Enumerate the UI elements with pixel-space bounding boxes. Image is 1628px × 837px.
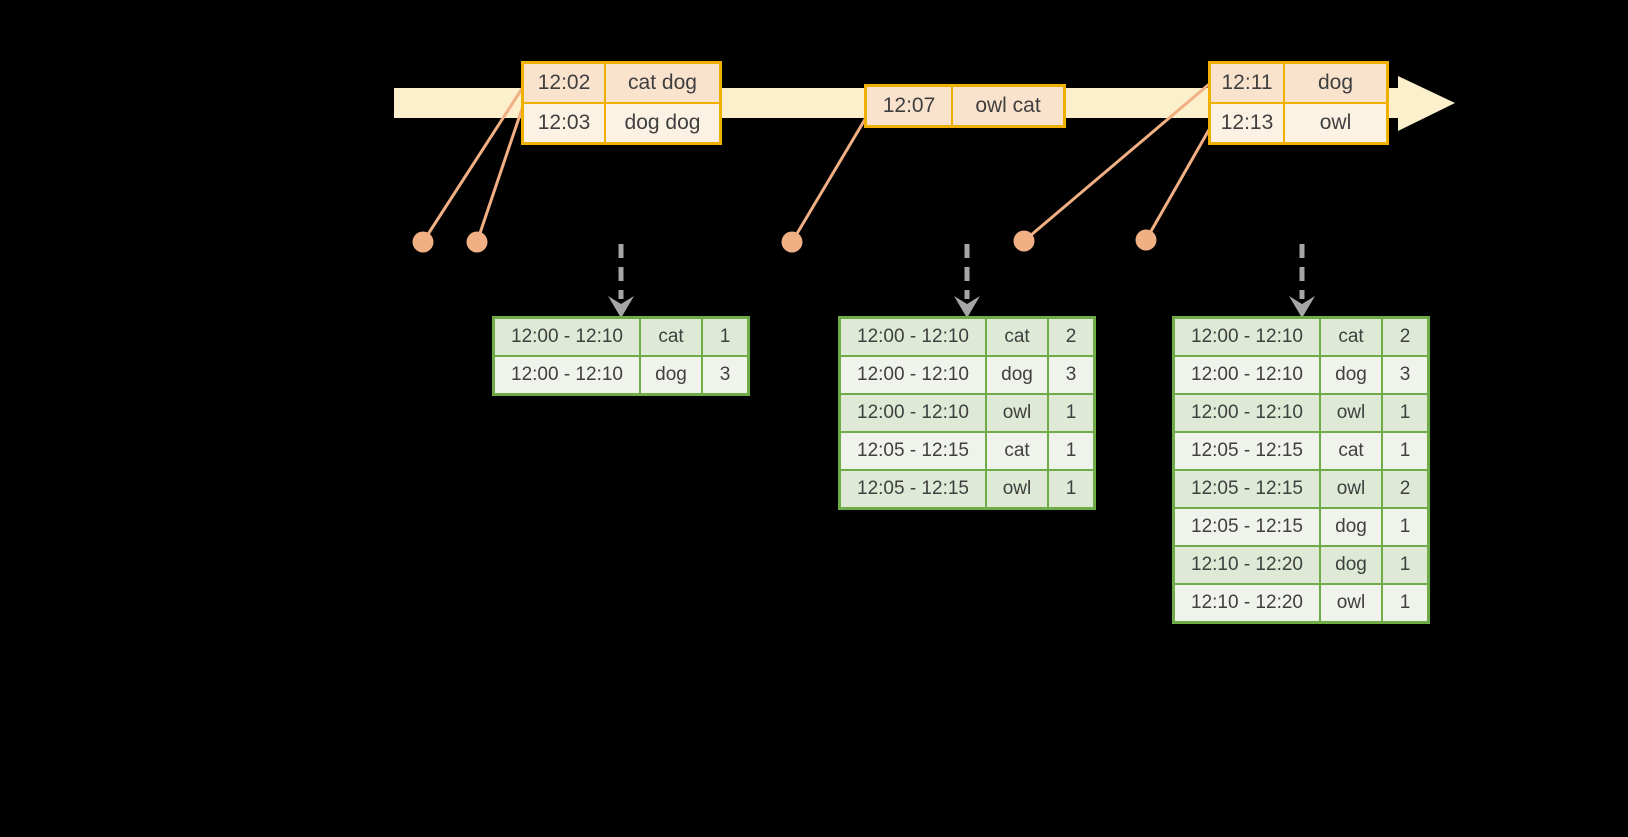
count-cell: 1: [1383, 509, 1427, 545]
trigger-arrowhead-icon-2: [954, 296, 980, 318]
connector-line-1207: [790, 115, 869, 243]
count-cell: 1: [1049, 471, 1093, 507]
word-cell: dog: [1321, 509, 1381, 545]
event-words-cell: owl cat: [953, 87, 1063, 125]
word-cell: owl: [987, 471, 1047, 507]
window-cell: 12:05 - 12:15: [1175, 509, 1319, 545]
window-cell: 12:10 - 12:20: [1175, 547, 1319, 583]
event-time-cell: 12:11: [1211, 64, 1283, 102]
window-cell: 12:00 - 12:10: [1175, 319, 1319, 355]
window-cell: 12:00 - 12:10: [495, 319, 639, 355]
event-dot-1213: [1135, 229, 1157, 251]
event-dot-1203: [466, 231, 488, 253]
result-table-1: 12:00 - 12:10 cat 1 12:00 - 12:10 dog 3: [492, 316, 750, 396]
word-cell: cat: [1321, 433, 1381, 469]
result-table-3: 12:00 - 12:10 cat 2 12:00 - 12:10 dog 3 …: [1172, 316, 1430, 624]
window-cell: 12:05 - 12:15: [841, 471, 985, 507]
event-dot-1207: [781, 231, 803, 253]
trigger-arrows: [608, 244, 1315, 318]
count-cell: 1: [1383, 585, 1427, 621]
event-words-cell: owl: [1285, 104, 1386, 142]
word-cell: dog: [1321, 357, 1381, 393]
event-table-1: 12:02 cat dog 12:03 dog dog: [521, 61, 722, 145]
count-cell: 3: [1383, 357, 1427, 393]
event-dots: [412, 229, 1157, 253]
word-cell: dog: [987, 357, 1047, 393]
word-cell: cat: [987, 433, 1047, 469]
word-cell: owl: [1321, 585, 1381, 621]
event-time-cell: 12:02: [524, 64, 604, 102]
count-cell: 2: [1383, 319, 1427, 355]
window-cell: 12:00 - 12:10: [1175, 357, 1319, 393]
event-table-2: 12:07 owl cat: [864, 84, 1066, 128]
window-cell: 12:00 - 12:10: [1175, 395, 1319, 431]
window-cell: 12:05 - 12:15: [1175, 433, 1319, 469]
window-cell: 12:05 - 12:15: [841, 433, 985, 469]
trigger-arrowhead-icon-1: [608, 296, 634, 318]
count-cell: 3: [1049, 357, 1093, 393]
connector-line-1202: [421, 83, 527, 243]
result-table-2: 12:00 - 12:10 cat 2 12:00 - 12:10 dog 3 …: [838, 316, 1096, 510]
word-cell: owl: [1321, 395, 1381, 431]
event-time-cell: 12:13: [1211, 104, 1283, 142]
count-cell: 1: [703, 319, 747, 355]
timeline-arrowhead-icon: [1398, 76, 1455, 131]
word-cell: owl: [1321, 471, 1381, 507]
count-cell: 1: [1383, 433, 1427, 469]
event-words-cell: cat dog: [606, 64, 719, 102]
word-cell: dog: [1321, 547, 1381, 583]
count-cell: 2: [1383, 471, 1427, 507]
word-cell: cat: [987, 319, 1047, 355]
word-cell: owl: [987, 395, 1047, 431]
count-cell: 2: [1049, 319, 1093, 355]
count-cell: 1: [1049, 395, 1093, 431]
event-time-cell: 12:07: [867, 87, 951, 125]
word-cell: cat: [1321, 319, 1381, 355]
event-words-cell: dog dog: [606, 104, 719, 142]
window-cell: 12:00 - 12:10: [841, 357, 985, 393]
event-table-3: 12:11 dog 12:13 owl: [1208, 61, 1389, 145]
trigger-arrowhead-icon-3: [1289, 296, 1315, 318]
word-cell: cat: [641, 319, 701, 355]
count-cell: 1: [1383, 395, 1427, 431]
event-words-cell: dog: [1285, 64, 1386, 102]
connector-line-1203: [475, 102, 526, 243]
window-cell: 12:10 - 12:20: [1175, 585, 1319, 621]
window-cell: 12:00 - 12:10: [841, 395, 985, 431]
word-cell: dog: [641, 357, 701, 393]
window-cell: 12:05 - 12:15: [1175, 471, 1319, 507]
count-cell: 1: [1049, 433, 1093, 469]
count-cell: 1: [1383, 547, 1427, 583]
event-time-cell: 12:03: [524, 104, 604, 142]
count-cell: 3: [703, 357, 747, 393]
event-dot-1202: [412, 231, 434, 253]
window-cell: 12:00 - 12:10: [495, 357, 639, 393]
connector-line-1211: [1023, 78, 1215, 243]
window-cell: 12:00 - 12:10: [841, 319, 985, 355]
event-dot-1211: [1013, 230, 1035, 252]
